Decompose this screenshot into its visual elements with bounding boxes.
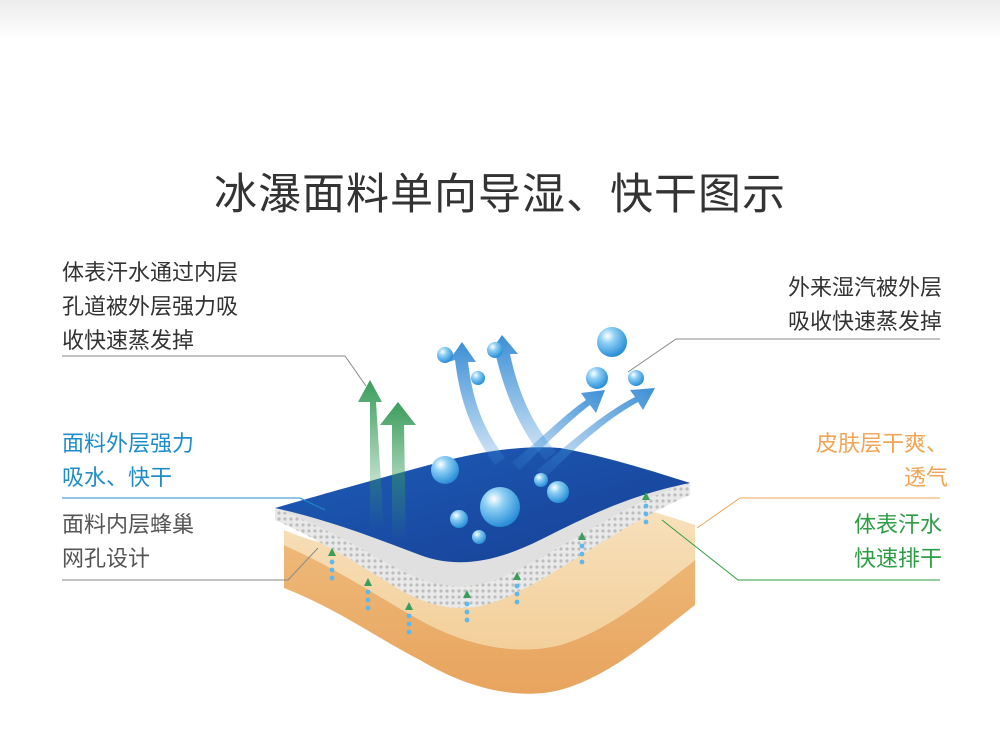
- leader-outer-layer: [62, 497, 326, 511]
- leader-sweat-dry: [661, 519, 940, 581]
- label-external-vapor: 外来湿汽被外层 吸收快速蒸发掉: [787, 276, 942, 335]
- droplet: [472, 530, 486, 544]
- droplet: [450, 510, 468, 528]
- sweat-arrow: [463, 590, 471, 623]
- blue-arrow-1: [448, 342, 505, 465]
- blue-arrow-3: [512, 390, 605, 470]
- label-sweat-evaporate: 体表汗水通过内层 孔道被外层强力吸 收快速蒸发掉: [62, 261, 239, 354]
- sweat-arrow: [578, 532, 586, 565]
- sweat-arrows: [328, 492, 650, 635]
- droplet: [547, 481, 569, 503]
- green-arrow-2: [380, 402, 416, 540]
- droplet: [480, 487, 520, 527]
- water-droplets: [431, 327, 644, 544]
- droplet: [586, 367, 608, 389]
- skin-layer-side: [284, 545, 695, 694]
- leader-inner-layer: [62, 547, 319, 581]
- leader-sweat-evaporate: [62, 355, 367, 387]
- green-arrow-1: [358, 380, 384, 530]
- sweat-arrow: [405, 602, 413, 635]
- blue-arrow-2: [488, 335, 556, 460]
- droplet: [487, 342, 503, 358]
- inner-mesh-layer: [275, 482, 690, 609]
- leader-skin-dry: [696, 497, 940, 529]
- droplet: [471, 371, 485, 385]
- label-inner-layer: 面料内层蜂巢 网孔设计: [62, 513, 195, 572]
- leader-external-vapor: [627, 338, 940, 373]
- sweat-arrow: [328, 548, 336, 581]
- sweat-arrow: [642, 492, 650, 525]
- droplet: [431, 456, 459, 484]
- label-skin-dry: 皮肤层干爽、 透气: [815, 432, 948, 491]
- top-gradient: [0, 0, 1000, 40]
- droplet: [437, 347, 453, 363]
- page-title: 冰瀑面料单向导湿、快干图示: [214, 170, 786, 220]
- droplet: [597, 327, 627, 357]
- sweat-arrow: [513, 572, 521, 605]
- label-outer-layer: 面料外层强力 吸水、快干: [62, 432, 195, 491]
- blue-arrow-4: [537, 388, 655, 478]
- droplet: [534, 473, 548, 487]
- label-sweat-dry: 体表汗水 快速排干: [853, 513, 942, 572]
- sweat-arrow: [364, 578, 372, 611]
- droplet: [628, 370, 644, 386]
